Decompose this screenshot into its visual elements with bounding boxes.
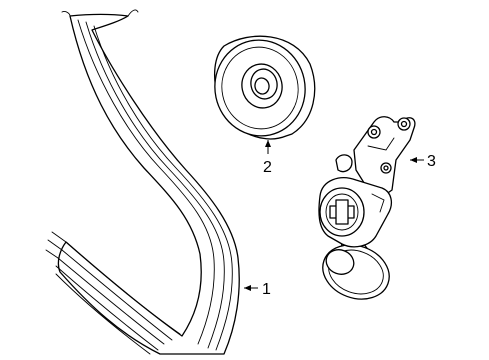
idler-pulley	[213, 35, 316, 140]
serpentine-belt	[45, 9, 240, 355]
belt-tensioner	[318, 116, 416, 300]
callout-3: 3	[410, 153, 436, 170]
callout-2-label: 2	[263, 159, 272, 176]
callout-3-label: 3	[427, 153, 436, 170]
callout-1: 1	[244, 281, 271, 298]
callout-2: 2	[263, 140, 272, 176]
callout-1-label: 1	[262, 281, 271, 298]
